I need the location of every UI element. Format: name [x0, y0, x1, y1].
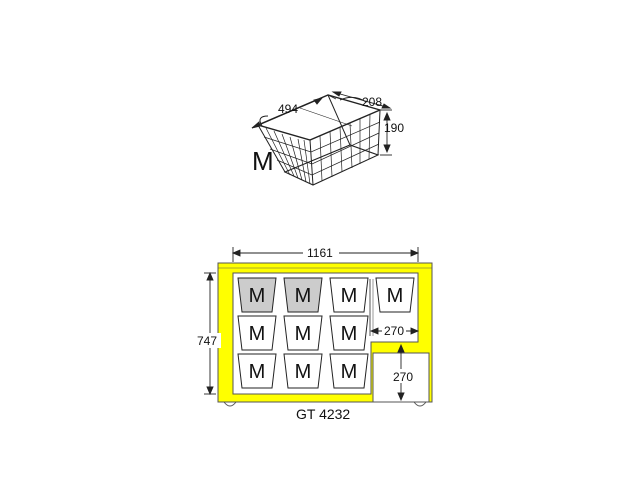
basket-bin-label: M [341, 323, 358, 345]
basket-bin-outline [237, 353, 277, 389]
freezer-width-dimension: 1161 [307, 246, 333, 260]
basket-bin-outline [283, 315, 323, 351]
basket-bin-label: M [295, 361, 312, 383]
basket-bin-label: M [341, 361, 358, 383]
basket-bin-label: M [249, 323, 266, 345]
basket-size-label: M [252, 146, 274, 176]
basket-bin: M [329, 353, 369, 389]
basket-bin-outline [329, 277, 369, 313]
basket-bin-label: M [387, 285, 404, 307]
basket-bin-label: M [341, 285, 358, 307]
basket-bin-outline [237, 277, 277, 313]
basket-dimension-lines [251, 91, 392, 156]
step-depth-dimension: 270 [393, 370, 413, 384]
basket-bin: M [375, 277, 415, 313]
basket-bin: M [283, 353, 323, 389]
basket-bin-outline [329, 315, 369, 351]
basket-bin-outline [237, 315, 277, 351]
basket-bin: M [283, 277, 323, 313]
basket-bin: M [237, 353, 277, 389]
freezer-inner-compartment [232, 272, 419, 395]
basket-bin-outline [283, 353, 323, 389]
basket-bin-label: M [249, 285, 266, 307]
freezer-foot-right [413, 401, 427, 407]
basket-bin-outline [283, 277, 323, 313]
basket-height-dimension: 190 [384, 121, 404, 135]
basket-width-dimension: 208 [362, 95, 382, 109]
basket-bin-outline [329, 353, 369, 389]
basket-bin-label: M [249, 361, 266, 383]
wire-basket-illustration [255, 94, 383, 186]
basket-bin: M [329, 277, 369, 313]
basket-bin-outline [375, 277, 415, 313]
basket-bin: M [237, 315, 277, 351]
basket-bin: M [283, 315, 323, 351]
freezer-foot-left [223, 401, 237, 407]
basket-bin-label: M [295, 285, 312, 307]
basket-bin: M [329, 315, 369, 351]
step-width-dimension: 270 [384, 324, 404, 338]
freezer-model-label: GT 4232 [296, 406, 350, 422]
basket-bin: M [237, 277, 277, 313]
freezer-depth-dimension: 747 [197, 334, 217, 348]
basket-length-dimension: 494 [278, 102, 298, 116]
basket-bin-label: M [295, 323, 312, 345]
